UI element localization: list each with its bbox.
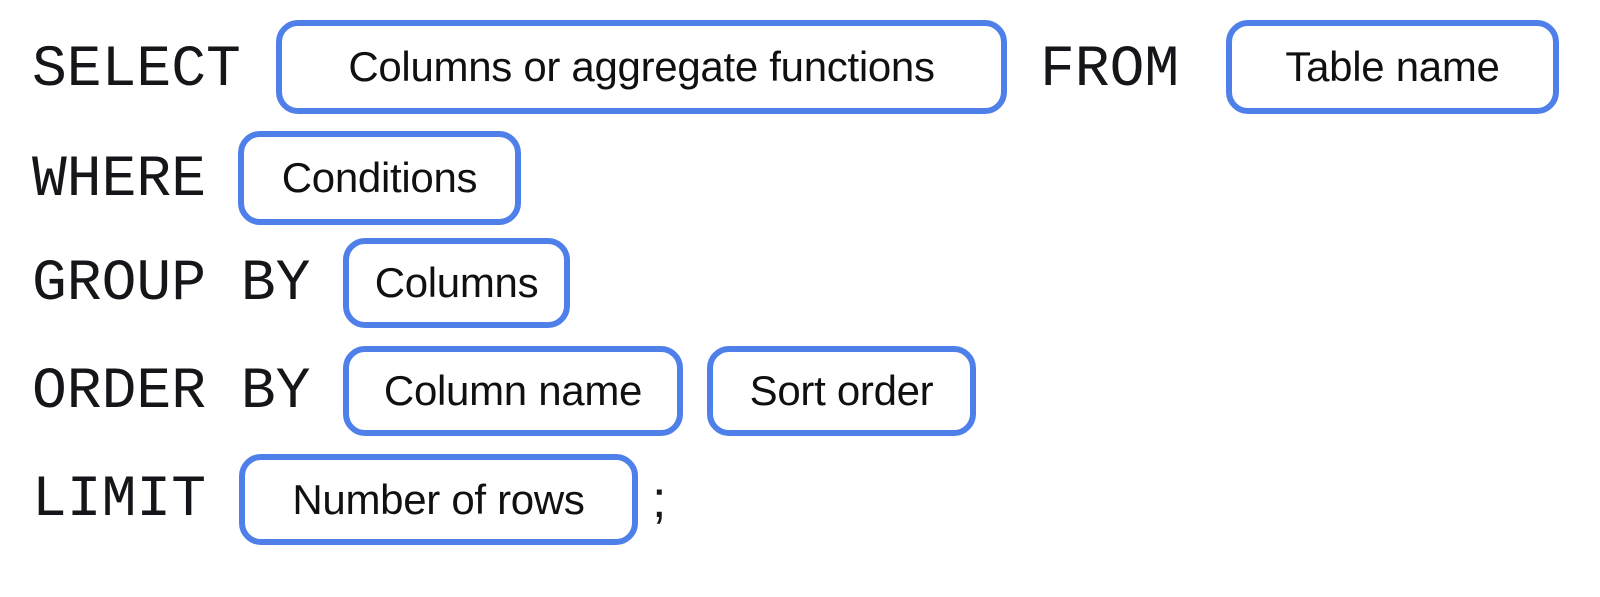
slot-group-by-columns[interactable]: Columns [343, 238, 570, 328]
statement-terminator-semicolon: ; [652, 471, 667, 529]
slot-table-name[interactable]: Table name [1226, 20, 1559, 114]
keyword-where: WHERE [32, 148, 207, 213]
slot-label: Number of rows [292, 475, 585, 523]
keyword-limit: LIMIT [32, 468, 207, 533]
slot-number-of-rows[interactable]: Number of rows [239, 454, 638, 545]
slot-label: Columns or aggregate functions [348, 43, 935, 90]
slot-label: Table name [1285, 43, 1500, 90]
slot-label: Sort order [749, 367, 934, 414]
slot-conditions[interactable]: Conditions [238, 131, 521, 225]
keyword-from: FROM [1040, 38, 1180, 103]
slot-columns-or-aggregate-functions[interactable]: Columns or aggregate functions [276, 20, 1007, 114]
slot-label: Column name [383, 367, 643, 414]
keyword-group-by: GROUP BY [32, 252, 311, 317]
keyword-order-by: ORDER BY [32, 360, 311, 425]
slot-order-by-column-name[interactable]: Column name [343, 346, 683, 436]
keyword-select: SELECT [32, 38, 241, 103]
slot-label: Columns [374, 259, 539, 306]
slot-label: Conditions [281, 154, 478, 201]
slot-sort-order[interactable]: Sort order [707, 346, 976, 436]
